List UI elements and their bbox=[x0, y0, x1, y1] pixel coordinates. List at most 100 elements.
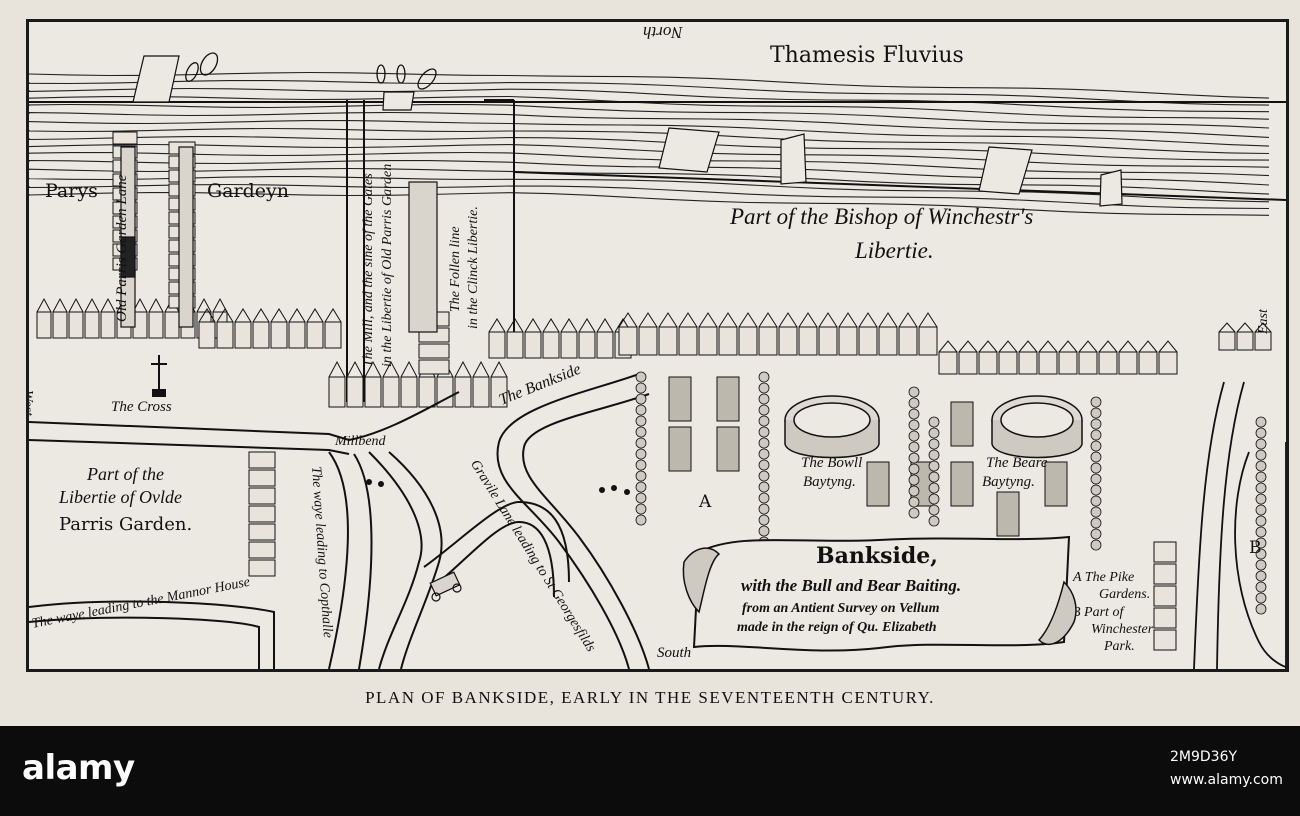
house bbox=[798, 326, 818, 356]
the-cross bbox=[151, 355, 167, 397]
house-roof bbox=[658, 312, 678, 328]
house-roof bbox=[858, 312, 878, 328]
tree bbox=[1090, 396, 1102, 408]
tree bbox=[1255, 493, 1267, 505]
house-roof bbox=[918, 312, 938, 328]
house-roof bbox=[1078, 340, 1098, 353]
house-roof bbox=[364, 360, 382, 378]
thames-river bbox=[29, 71, 1270, 216]
house bbox=[1098, 351, 1118, 375]
tree bbox=[928, 438, 940, 450]
cartouche-title: Bankside, bbox=[816, 543, 938, 569]
pond bbox=[1044, 461, 1068, 507]
house bbox=[346, 376, 364, 408]
tree bbox=[758, 371, 770, 383]
tree bbox=[1090, 484, 1102, 496]
house bbox=[1153, 607, 1177, 629]
house-roof bbox=[52, 297, 68, 313]
river-stairs bbox=[132, 55, 1123, 207]
house bbox=[164, 311, 180, 339]
house-roof bbox=[234, 308, 252, 323]
tree bbox=[928, 482, 940, 494]
tree bbox=[1090, 407, 1102, 419]
house-roof bbox=[328, 360, 346, 378]
tree bbox=[908, 419, 920, 431]
tree bbox=[635, 393, 647, 405]
tree bbox=[635, 437, 647, 449]
river-hatch-line bbox=[29, 103, 1270, 129]
millbend-label: Millbend bbox=[335, 434, 386, 449]
bankside-plan-map: Thamesis Fluvius North South East West P… bbox=[26, 19, 1289, 672]
tree bbox=[1255, 592, 1267, 604]
house-roof bbox=[382, 360, 400, 378]
river-hatch-line bbox=[29, 80, 1270, 106]
house-roof bbox=[1158, 340, 1178, 353]
house bbox=[678, 326, 698, 356]
house bbox=[418, 343, 450, 359]
tree bbox=[908, 452, 920, 464]
bishop-liberty-label-line2: Libertie. bbox=[855, 238, 934, 263]
house bbox=[68, 311, 84, 339]
river-hatch-line bbox=[29, 176, 1270, 203]
mill-gates-label-line2: in the Libertie of Old Parris Garden bbox=[380, 163, 395, 367]
house-roof bbox=[1098, 340, 1118, 353]
house-roof bbox=[1254, 322, 1272, 333]
mill-gates-label-line1: The Mill, and the sine of the Gates bbox=[361, 173, 376, 367]
house-roof bbox=[1236, 322, 1254, 333]
house bbox=[1078, 351, 1098, 375]
tree bbox=[635, 404, 647, 416]
tree bbox=[758, 470, 770, 482]
house bbox=[324, 321, 342, 349]
adjacent-page-text-left bbox=[0, 0, 22, 726]
house-roof bbox=[148, 297, 164, 313]
house bbox=[838, 326, 858, 356]
river-hatch-line bbox=[29, 143, 1270, 168]
tree bbox=[1090, 473, 1102, 485]
house bbox=[472, 376, 490, 408]
house-roof bbox=[288, 308, 306, 323]
old-parris-lane-label: Old Parris Garden Lane bbox=[114, 174, 130, 322]
tree bbox=[908, 507, 920, 519]
house bbox=[718, 326, 738, 356]
tree bbox=[635, 503, 647, 515]
tree bbox=[758, 404, 770, 416]
tree bbox=[635, 514, 647, 526]
tree bbox=[1255, 581, 1267, 593]
beare-baytyng-line1: The Beare bbox=[986, 455, 1048, 471]
house bbox=[818, 326, 838, 356]
cartouche-line2: with the Bull and Bear Baiting. bbox=[741, 576, 962, 595]
tree bbox=[1090, 451, 1102, 463]
house-roof bbox=[578, 318, 596, 333]
house bbox=[364, 376, 382, 408]
house-roof bbox=[798, 312, 818, 328]
marker-a: A bbox=[699, 492, 712, 512]
house-rows bbox=[36, 131, 1272, 651]
tree bbox=[908, 386, 920, 398]
house bbox=[216, 321, 234, 349]
house bbox=[248, 451, 276, 469]
house-roof bbox=[472, 360, 490, 378]
house bbox=[578, 331, 596, 359]
house-roof bbox=[306, 308, 324, 323]
house bbox=[1118, 351, 1138, 375]
bowll-baytyng-line1: The Bowll bbox=[801, 455, 863, 471]
house bbox=[758, 326, 778, 356]
house-roof bbox=[898, 312, 918, 328]
house bbox=[978, 351, 998, 375]
pond bbox=[668, 426, 692, 472]
river-hatch-line bbox=[29, 151, 1270, 177]
tree bbox=[908, 496, 920, 508]
tree bbox=[758, 437, 770, 449]
tree bbox=[635, 371, 647, 383]
tree bbox=[635, 492, 647, 504]
cart bbox=[429, 571, 462, 602]
house-roof bbox=[698, 312, 718, 328]
tree bbox=[1255, 548, 1267, 560]
house bbox=[436, 376, 454, 408]
pond bbox=[866, 461, 890, 507]
house-roof bbox=[1038, 340, 1058, 353]
tree bbox=[1090, 517, 1102, 529]
tree bbox=[1090, 440, 1102, 452]
house bbox=[1138, 351, 1158, 375]
pond bbox=[668, 376, 692, 422]
